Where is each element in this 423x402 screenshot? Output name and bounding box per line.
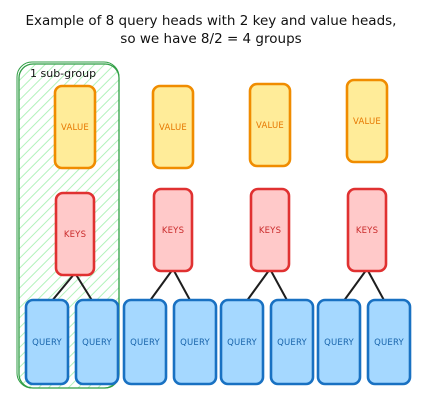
key-label: KEYS xyxy=(356,226,378,236)
query-box xyxy=(316,298,362,386)
connector-line xyxy=(74,272,94,303)
query-node-0-0: QUERY xyxy=(24,298,70,386)
value-label: VALUE xyxy=(61,123,89,133)
value-node-3: VALUE xyxy=(345,78,389,164)
key-box xyxy=(346,187,388,273)
connector-line xyxy=(342,268,368,303)
connector-line xyxy=(50,272,76,303)
key-node-2: KEYS xyxy=(249,187,291,273)
query-node-3-0: QUERY xyxy=(316,298,362,386)
key-node-0: KEYS xyxy=(54,191,96,277)
query-node-2-1: QUERY xyxy=(269,298,315,386)
node-layer: VALUE KEYS QUERY QUERY VALUE KEYS QUERY QUERY VA… xyxy=(24,78,412,386)
query-node-1-1: QUERY xyxy=(172,298,218,386)
key-node-3: KEYS xyxy=(346,187,388,273)
key-node-1: KEYS xyxy=(152,187,194,273)
query-node-1-0: QUERY xyxy=(122,298,168,386)
connector-line xyxy=(245,268,271,303)
key-box xyxy=(54,191,96,277)
connector-line xyxy=(269,268,289,303)
value-label: VALUE xyxy=(256,121,284,131)
key-box xyxy=(249,187,291,273)
connector-layer xyxy=(50,268,386,303)
subgroup-label: 1 sub-group xyxy=(30,67,96,80)
value-node-1: VALUE xyxy=(151,84,195,170)
query-label: QUERY xyxy=(82,338,112,348)
value-label: VALUE xyxy=(353,117,381,127)
query-label: QUERY xyxy=(180,338,210,348)
query-label: QUERY xyxy=(277,338,307,348)
value-box xyxy=(248,82,292,168)
key-box xyxy=(152,187,194,273)
value-node-2: VALUE xyxy=(248,82,292,168)
connector-line xyxy=(148,268,174,303)
query-node-2-0: QUERY xyxy=(219,298,265,386)
key-label: KEYS xyxy=(162,226,184,236)
value-box xyxy=(151,84,195,170)
subgroup-outline-sketch xyxy=(16,61,120,389)
value-box xyxy=(345,78,389,164)
query-box xyxy=(219,298,265,386)
key-label: KEYS xyxy=(259,226,281,236)
query-box xyxy=(122,298,168,386)
query-label: QUERY xyxy=(324,338,354,348)
value-label: VALUE xyxy=(159,123,187,133)
title-line-2: so we have 8/2 = 4 groups xyxy=(120,31,301,47)
connector-line xyxy=(172,268,192,303)
connector-line xyxy=(366,268,386,303)
query-label: QUERY xyxy=(227,338,257,348)
query-box xyxy=(269,298,315,386)
query-label: QUERY xyxy=(32,338,62,348)
value-node-0: VALUE xyxy=(53,84,97,170)
title-line-1: Example of 8 query heads with 2 key and … xyxy=(26,13,397,29)
query-label: QUERY xyxy=(130,338,160,348)
query-box xyxy=(172,298,218,386)
query-box xyxy=(24,298,70,386)
query-label: QUERY xyxy=(374,338,404,348)
key-label: KEYS xyxy=(64,230,86,240)
query-node-3-1: QUERY xyxy=(366,298,412,386)
query-box xyxy=(366,298,412,386)
query-node-0-1: QUERY xyxy=(74,298,120,386)
value-box xyxy=(53,84,97,170)
query-box xyxy=(74,298,120,386)
